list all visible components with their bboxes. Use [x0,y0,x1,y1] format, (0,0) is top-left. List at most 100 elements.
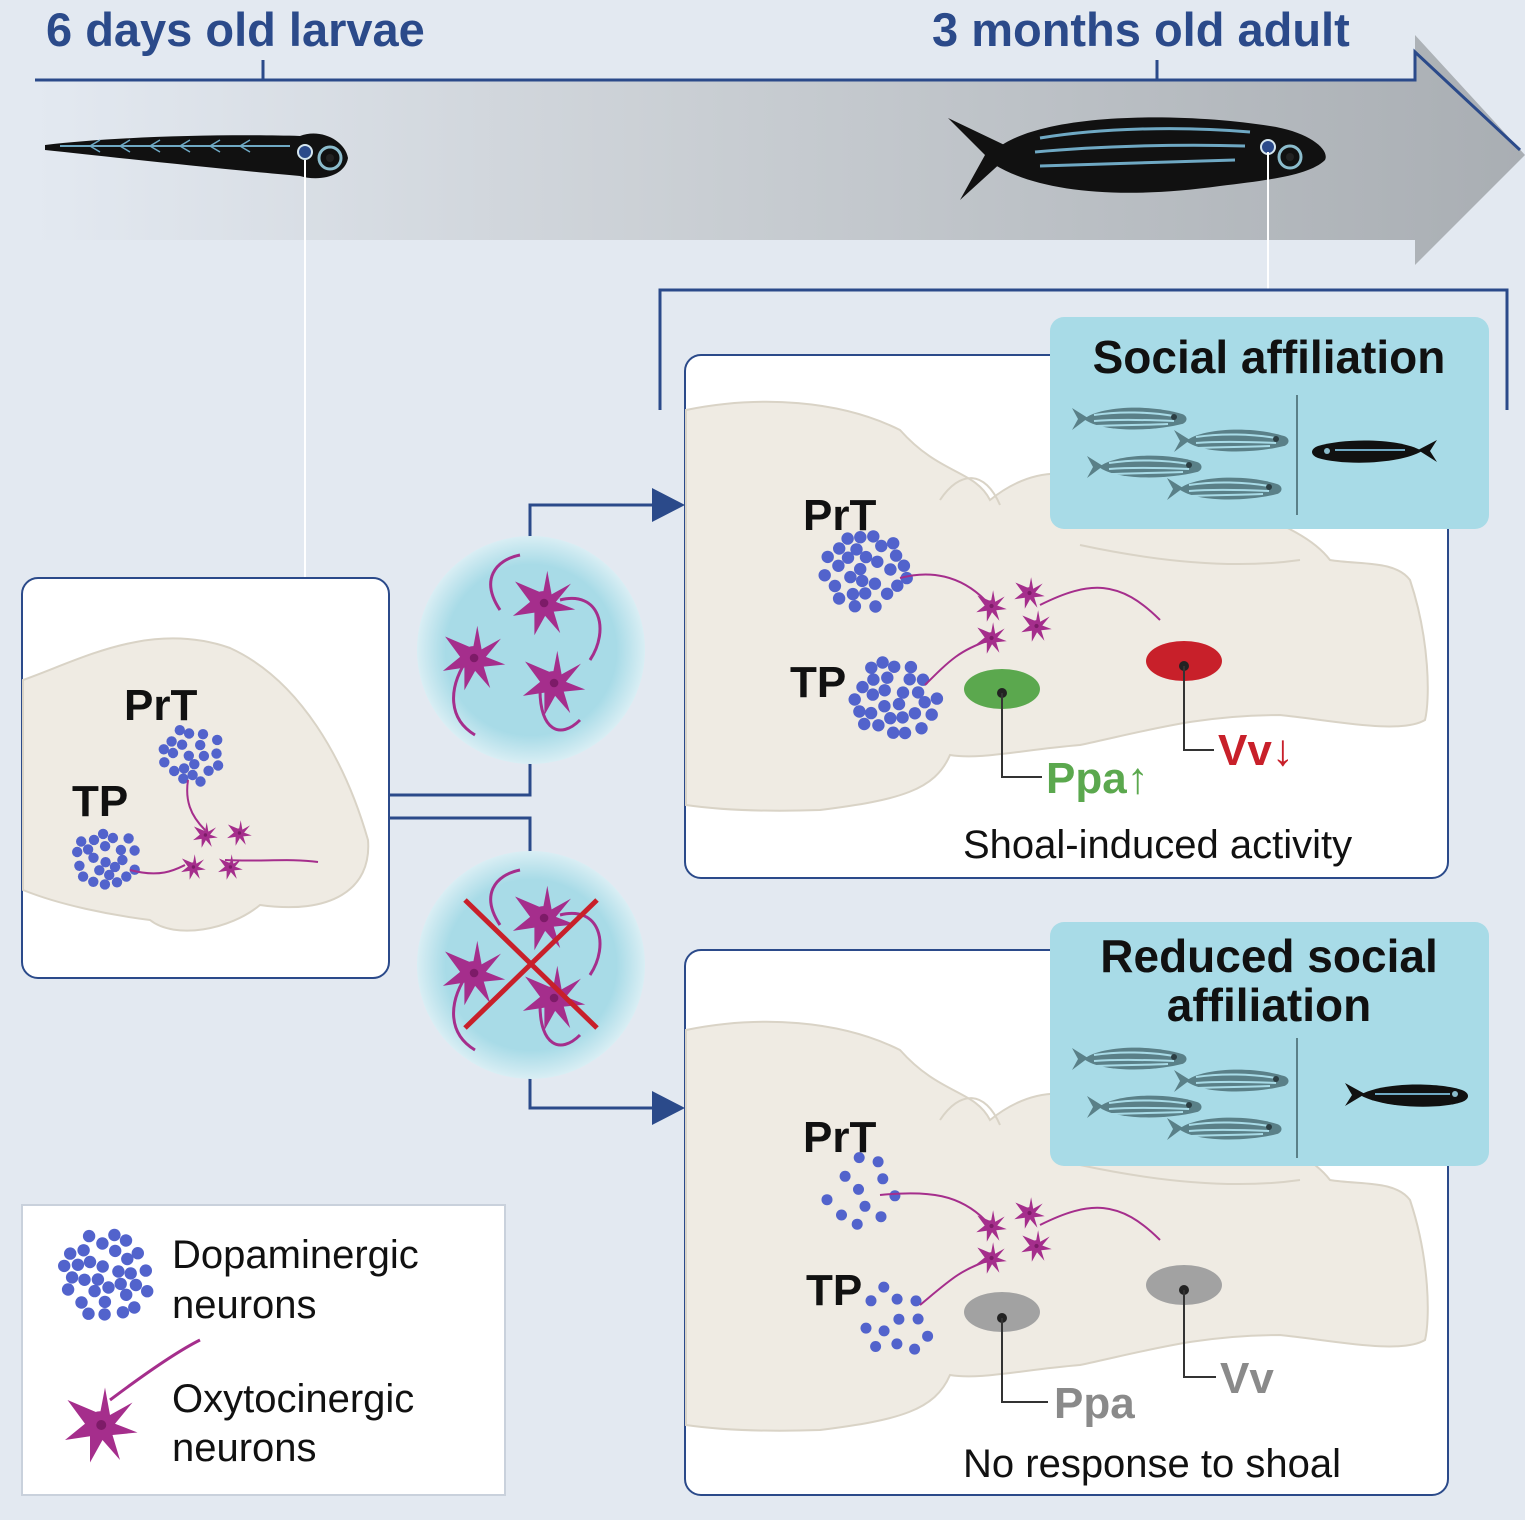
dopaminergic-neuron-dot [99,841,111,852]
ablated-ppa-label: Ppa [1054,1379,1135,1428]
dopaminergic-neuron-dot [889,1190,901,1202]
dopaminergic-neuron-dot [111,877,123,888]
dopaminergic-neuron-dot [195,739,206,751]
larval-brain-panel: PrT TP [21,577,390,979]
dopaminergic-neuron-dot [178,763,190,774]
dopaminergic-neuron-dot [836,1209,847,1221]
ablated-ppa-region [964,1292,1040,1332]
dopaminergic-neuron-dot [821,550,834,564]
dopaminergic-neuron-dot [78,1273,91,1287]
control-vv-label: Vv↓ [1218,726,1294,775]
dopaminergic-neuron-dot [875,539,888,553]
larval-brain-shape [22,637,370,932]
dopaminergic-neuron-dot [76,836,87,847]
legend-oxytocin-line1: Oxytocinergic [172,1377,414,1421]
control-prt-label: PrT [803,491,876,540]
dopaminergic-neuron-dot [115,844,127,856]
legend-frame [21,1204,506,1496]
social-affiliation-title: Social affiliation [1093,331,1446,383]
dopaminergic-neuron-dot [848,693,861,706]
dopaminergic-neuron-dot [99,879,111,890]
control-brain-fold [939,477,1001,506]
dopaminergic-neuron-dot [854,531,867,544]
adult-age-label: 3 months old adult [932,3,1350,56]
dopaminergic-neuron-dot [71,1258,85,1272]
dopaminergic-neuron-dot [119,1234,133,1247]
dopaminergic-neuron-dot [176,739,188,750]
dopaminergic-neuron-dot [100,857,111,868]
dopaminergic-neuron-dot [869,600,882,613]
dopaminergic-neuron-dot [893,1313,905,1325]
dopaminergic-neuron-dot [178,773,189,784]
dopaminergic-neuron-dot [908,707,922,720]
legend-dopamine-line1: Dopaminergic [172,1233,419,1277]
dopaminergic-neuron-dot [853,1183,864,1195]
dopaminergic-neuron-dot [94,865,105,876]
dopaminergic-neuron-dot [881,671,894,684]
dopaminergic-neuron-dot [865,661,878,674]
dopaminergic-neuron-dot [57,1259,71,1273]
dopaminergic-neuron-dot [98,1308,111,1321]
dopaminergic-neuron-dot [98,1295,112,1309]
larval-tp-label: TP [72,777,128,826]
larva-fish [45,133,348,179]
dopaminergic-neuron-dot [75,1296,88,1309]
ablated-oxytocin-circle [417,851,645,1079]
dopaminergic-neuron-dot [169,765,180,777]
dopaminergic-neuron-dot [912,1313,924,1325]
dopaminergic-neuron-dot [189,759,200,770]
ablated-prt-cluster [821,1152,901,1230]
dopaminergic-neuron-dot [121,871,132,882]
dopaminergic-neuron-dot [878,1325,890,1337]
dopaminergic-neuron-dot [909,1343,921,1355]
dopaminergic-neuron-dot [867,673,880,686]
dopaminergic-neuron-dot [915,722,928,735]
dopaminergic-neuron-dot [904,660,918,674]
larva-age-label: 6 days old larvae [46,3,425,56]
dopaminergic-neuron-dot [91,1273,105,1286]
timeline-axis [35,48,1522,152]
dopaminergic-neuron-dot [197,729,209,740]
dopaminergic-neuron-dot [877,1173,889,1185]
legend-dopamine-line2: neurons [172,1283,317,1327]
dopaminergic-neuron-dot [112,1265,125,1278]
dopaminergic-neuron-dot [891,1293,903,1305]
ablated-dendrites [452,868,602,1052]
dopaminergic-neuron-dot [889,549,903,562]
dopaminergic-neuron-dot [832,559,845,572]
dopaminergic-neuron-dot [868,577,882,590]
dopaminergic-neuron-dot [925,708,938,721]
dopaminergic-neuron-dot [880,587,894,600]
dopaminergic-neuron-dot [121,1252,134,1266]
dopaminergic-neuron-dot [896,711,909,724]
dopaminergic-neuron-dot [212,734,223,746]
dopaminergic-neuron-dot [65,1271,79,1284]
intact-circle-bg [417,536,645,764]
dopaminergic-neuron-dot [898,726,912,740]
reduced-affiliation-title-line2: affiliation [1167,979,1371,1031]
dopaminergic-neuron-dot [850,543,863,556]
dopaminergic-neuron-dot [865,1295,877,1307]
dopaminergic-neuron-dot [82,844,94,855]
dopaminergic-neuron-dot [853,705,866,718]
dopaminergic-neuron-dot [871,555,884,568]
dopaminergic-neuron-dot [887,537,900,550]
dopaminergic-neuron-dot [97,828,109,840]
dopaminergic-neuron-dot [832,592,846,605]
dopaminergic-neuron-dot [891,1338,903,1350]
dopaminergic-neuron-dot [61,1283,75,1296]
dopaminergic-neuron-dot [82,1229,96,1243]
dopaminergic-neuron-dot [174,725,185,736]
dopaminergic-neuron-dot [77,1244,90,1257]
ablated-adult-panel: PrT TP Ppa Vv No response to shoal Reduc… [684,922,1489,1496]
dopaminergic-neuron-dot [867,530,880,543]
dopaminergic-neuron-dot [107,832,119,844]
dopaminergic-neuron-dot [854,562,867,576]
dopaminergic-neuron-dot [870,1341,882,1352]
arrowhead-ablation [652,1091,685,1125]
control-tp-label: TP [790,658,846,707]
legend: Dopaminergic neurons Oxytocinergic neuro… [21,1204,506,1496]
dopaminergic-neuron-dot [159,757,170,768]
